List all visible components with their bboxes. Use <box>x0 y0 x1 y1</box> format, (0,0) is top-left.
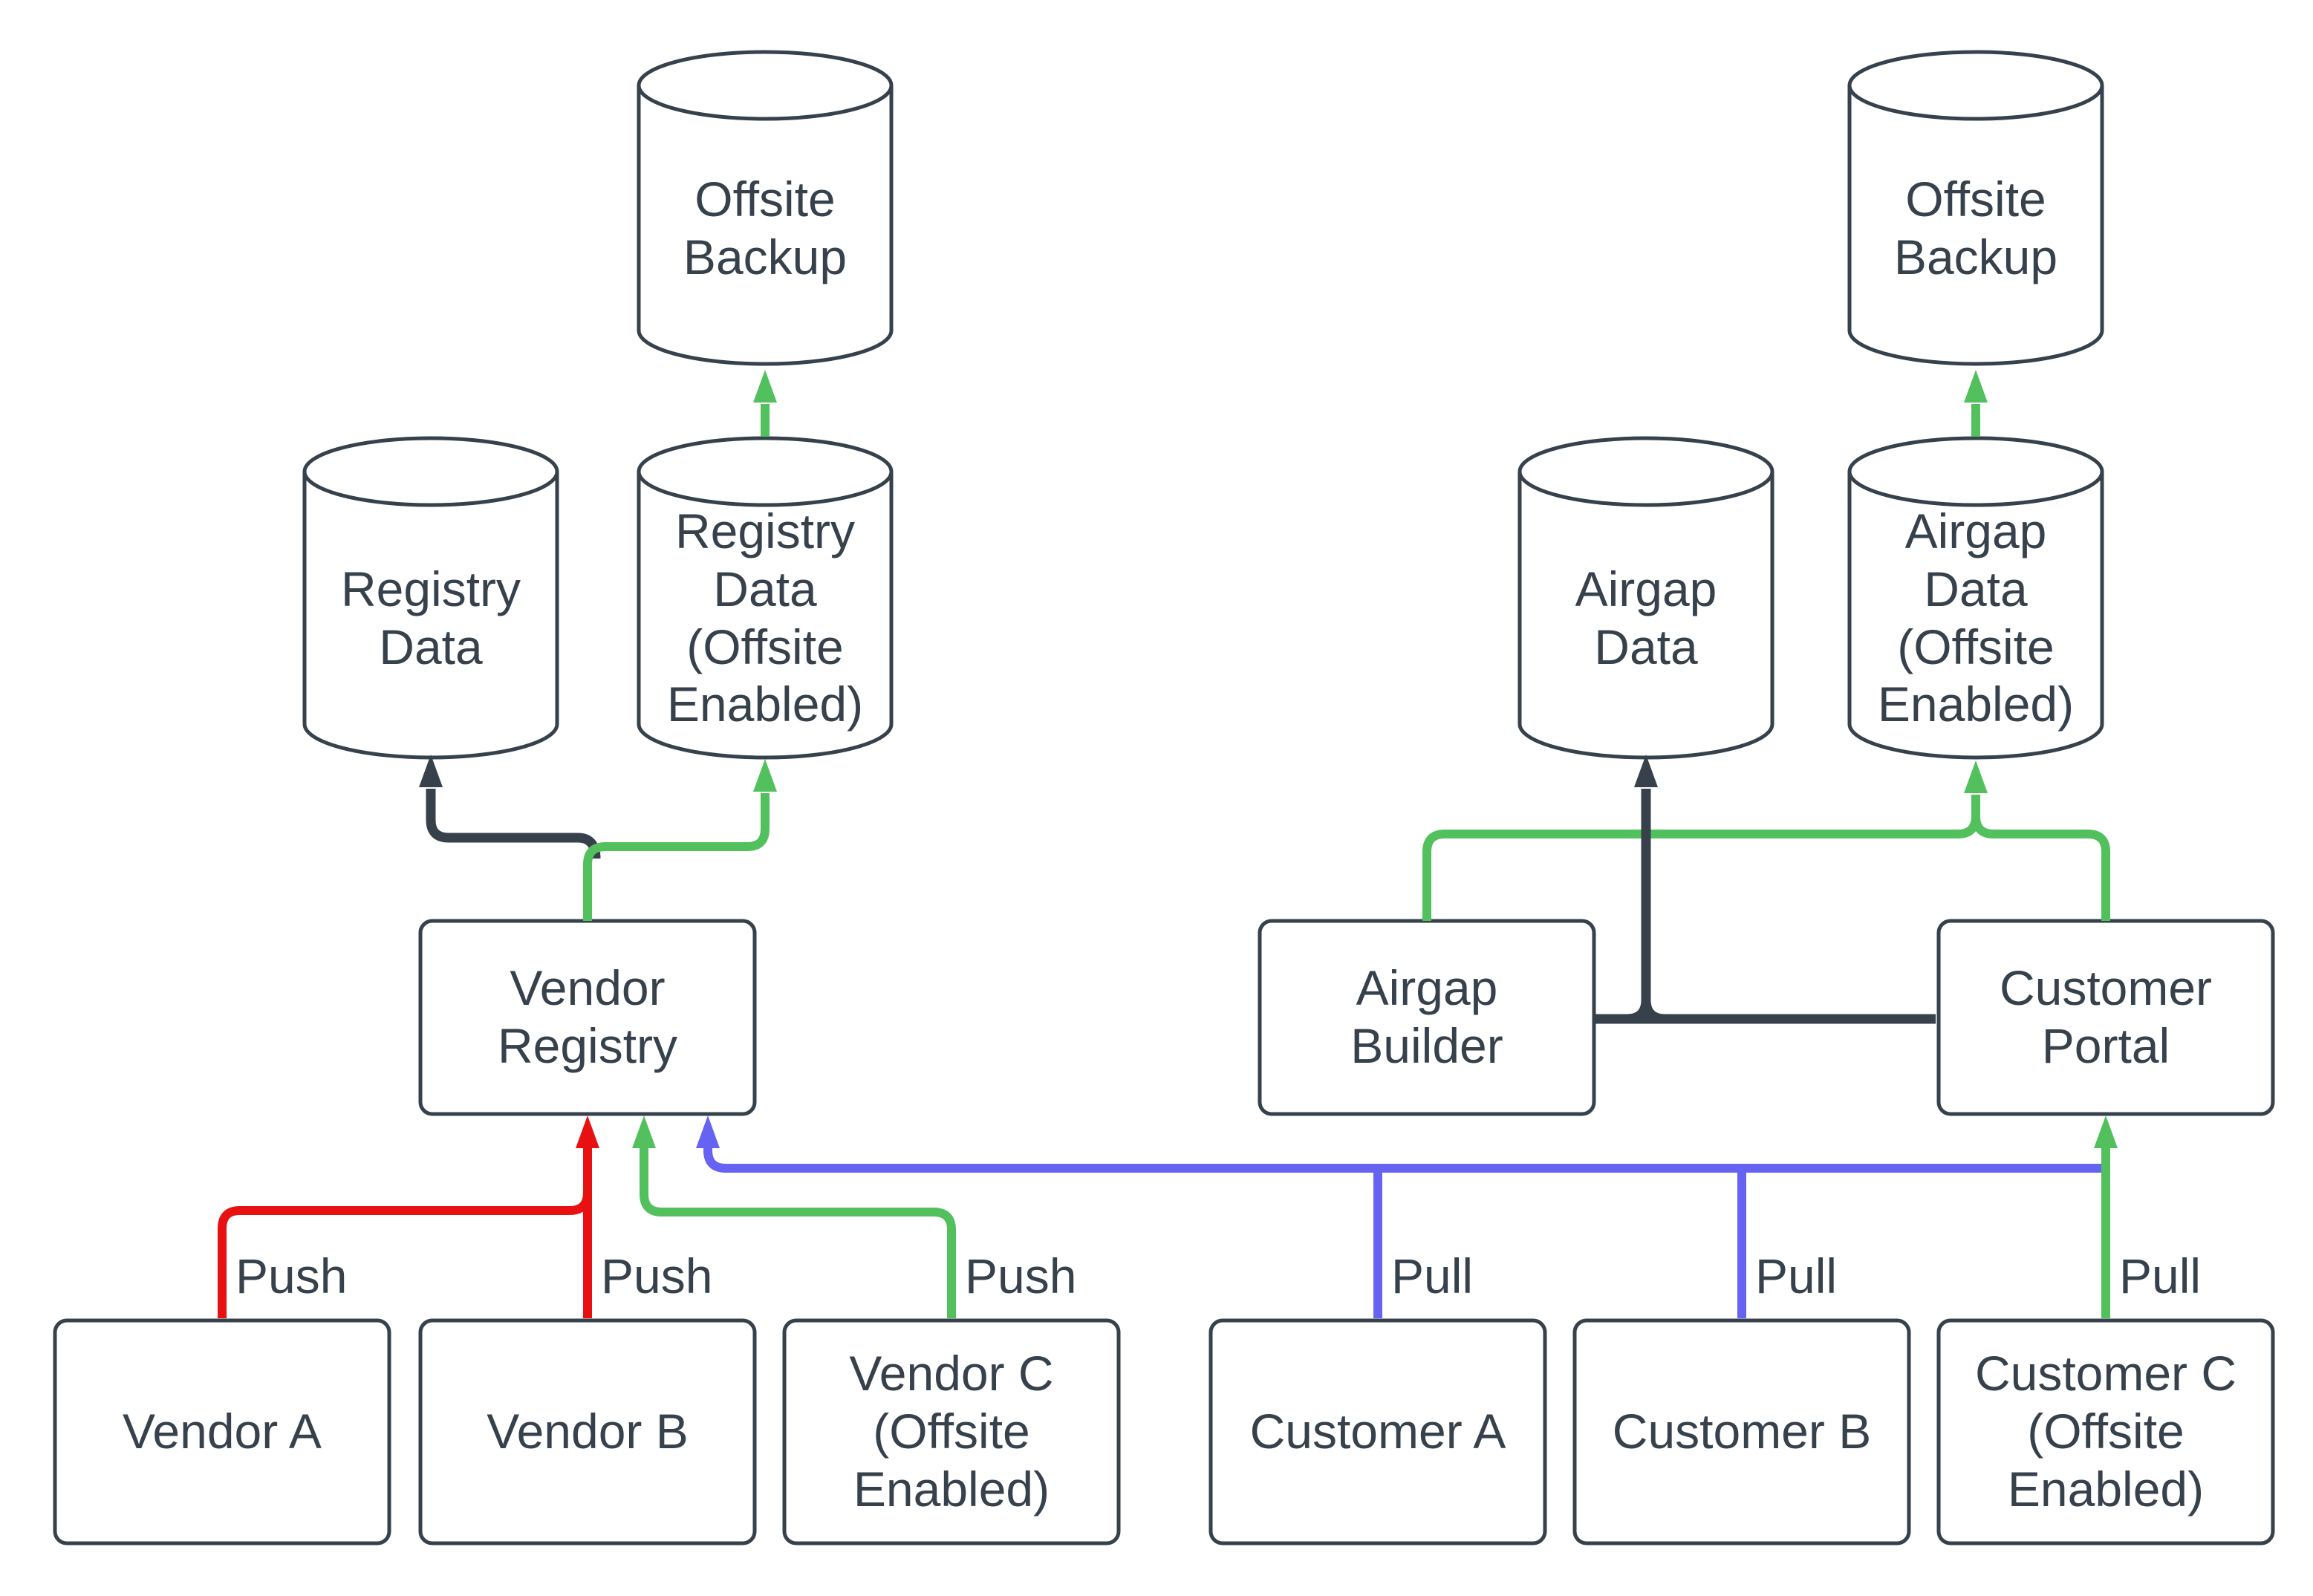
edge-customer-c-to-customer-portal <box>2094 1115 2118 1318</box>
edge-label-pull-customer-c: Pull <box>2119 1248 2202 1303</box>
edge-vendor-registry-to-registry-data <box>419 755 601 859</box>
label-customer-c: Customer C (Offsite Enabled) <box>1974 1346 2237 1517</box>
label-airgap-builder: Airgap Builder <box>1350 960 1503 1073</box>
label-airgap-data: Airgap Data <box>1575 561 1717 674</box>
label-vendor-c: Vendor C (Offsite Enabled) <box>849 1346 1054 1517</box>
box-customer-a <box>1208 1318 1547 1545</box>
edge-label-pull-customer-a: Pull <box>1391 1248 1474 1303</box>
cylinder-offsite-backup-left <box>637 50 894 366</box>
label-offsite-backup-right: Offsite Backup <box>1893 171 2058 284</box>
edge-builder-portal-to-airgap-data <box>1594 755 1936 1024</box>
edge-vendor-c-to-vendor-registry <box>632 1115 956 1318</box>
box-customer-c <box>1936 1318 2275 1545</box>
edge-customers-to-vendor-registry <box>696 1115 2106 1318</box>
label-offsite-backup-left: Offsite Backup <box>683 171 848 284</box>
cylinder-offsite-backup-right <box>1847 50 2104 366</box>
cylinder-airgap-data <box>1517 436 1774 760</box>
label-airgap-data-offsite: Airgap Data (Offsite Enabled) <box>1877 503 2075 732</box>
box-customer-b <box>1572 1318 1911 1545</box>
cylinder-airgap-data-offsite <box>1847 436 2104 760</box>
label-vendor-b: Vendor B <box>487 1404 689 1459</box>
edge-airgap-data-offsite-to-offsite-backup <box>1964 370 1988 437</box>
label-registry-data-offsite: Registry Data (Offsite Enabled) <box>666 503 864 732</box>
label-vendor-registry: Vendor Registry <box>497 960 678 1073</box>
box-vendor-a <box>53 1318 391 1545</box>
edge-airgap-builder-to-airgap-data-offsite <box>1422 760 1988 921</box>
edge-label-pull-customer-b: Pull <box>1755 1248 1838 1303</box>
edge-label-push-vendor-c: Push <box>965 1248 1077 1303</box>
box-vendor-b <box>418 1318 757 1545</box>
edge-customer-portal-to-airgap-data-offsite <box>1971 815 2110 921</box>
label-customer-b: Customer B <box>1612 1404 1872 1459</box>
label-customer-a: Customer A <box>1249 1404 1506 1459</box>
edge-registry-data-offsite-to-offsite-backup <box>753 370 777 437</box>
box-vendor-c <box>782 1318 1121 1545</box>
cylinder-registry-data <box>302 436 559 760</box>
label-vendor-a: Vendor A <box>123 1404 322 1459</box>
edge-label-push-vendor-a: Push <box>235 1248 348 1303</box>
edge-vendors-to-vendor-registry <box>218 1115 599 1318</box>
edge-label-push-vendor-b: Push <box>601 1248 713 1303</box>
edge-vendor-registry-to-registry-data-offsite <box>583 759 777 921</box>
cylinder-registry-data-offsite <box>637 436 894 760</box>
label-customer-portal: Customer Portal <box>1999 960 2213 1073</box>
label-registry-data: Registry Data <box>340 561 521 674</box>
